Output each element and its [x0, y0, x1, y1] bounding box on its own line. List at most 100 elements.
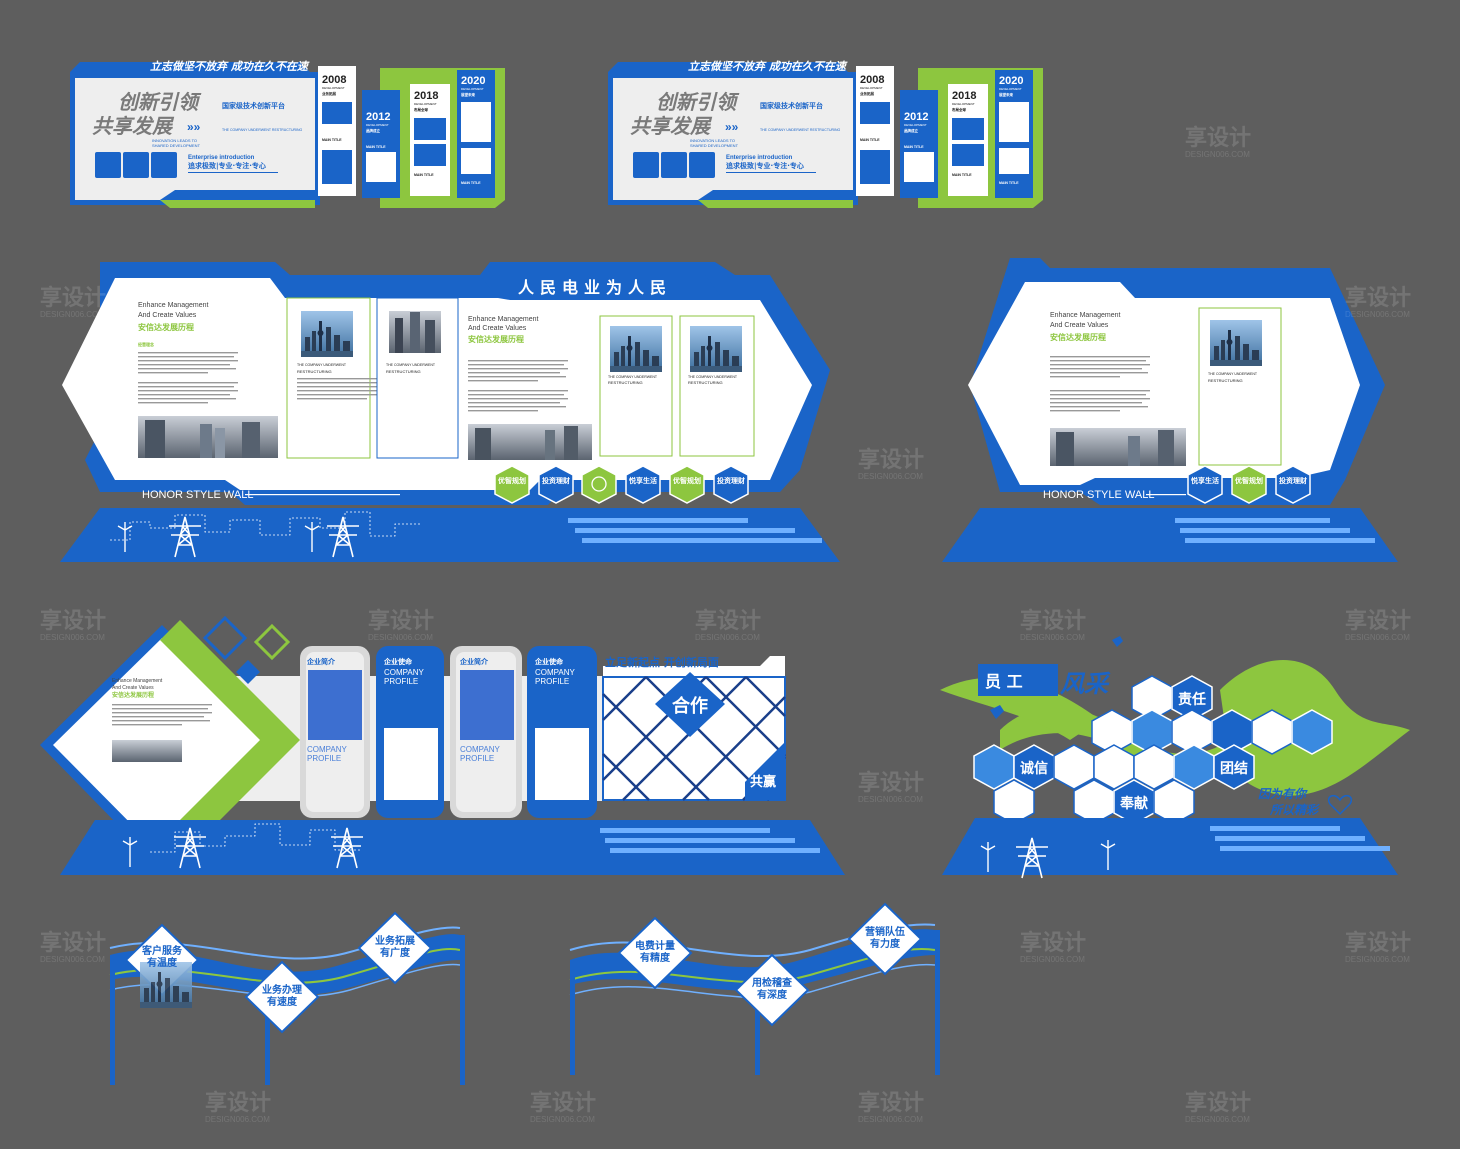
sign-line-2: 有深度	[757, 988, 788, 1001]
chevrons-icon: »»	[187, 120, 201, 134]
sign-line-1: 业务办理	[262, 983, 302, 996]
panel-d-history: 安信达发展历程	[112, 691, 154, 699]
profile-card-title: 企业使命	[383, 657, 413, 666]
diamond-sign: 营销队伍 有力度	[847, 902, 923, 976]
profile-card-title: 企业简介	[459, 657, 489, 666]
photo-placeholder	[689, 152, 715, 178]
title-block	[978, 664, 1058, 696]
watermark-en: DESIGN006.COM	[1020, 955, 1085, 964]
panel-a-subtitle-en-1: INNOVATION LEADS TO	[690, 138, 735, 143]
profile-card-en-2: PROFILE	[460, 754, 494, 763]
panel-a-title-1: 创新引领	[656, 90, 740, 114]
watermark-cn: 享设计	[1345, 930, 1411, 956]
sign-line-2: 有广度	[380, 946, 411, 959]
timeline-sub: DEVELOPMENT	[904, 123, 927, 127]
timeline-note: 业务拓展	[322, 91, 336, 96]
card-title-2: RESTRUCTURING	[608, 380, 643, 385]
panel-a-subtitle-en-2: SHARED DEVELOPMENT	[152, 143, 201, 148]
watermark-cn: 享设计	[40, 930, 106, 956]
panel-b-footer: HONOR STYLE WALL	[142, 489, 253, 501]
panel-c-honor-wall: Enhance Management And Create Values 安信达…	[942, 258, 1398, 562]
watermark-cn: 享设计	[205, 1090, 271, 1116]
timeline-sub: DEVELOPMENT	[999, 87, 1022, 91]
timeline-sub: DEVELOPMENT	[414, 102, 437, 106]
watermark-en: DESIGN006.COM	[1345, 310, 1410, 319]
ring-icon	[591, 476, 607, 492]
watermark-en: DESIGN006.COM	[695, 633, 760, 642]
panel-d-profile-wall: Enhance Management And Create Values 安信达…	[40, 615, 845, 875]
panel-a-platform-en: THE COMPANY UNDERWENT RESTRUCTURING	[760, 128, 841, 132]
timeline-note: 布局全球	[951, 107, 966, 112]
timeline-main: MAIN TITLE	[860, 138, 880, 142]
panel-a-title-2: 共享发展	[630, 114, 713, 138]
timeline-year: 2012	[366, 111, 390, 123]
bird-icon	[1112, 636, 1123, 647]
panel-d-win: 共赢	[750, 774, 776, 790]
panel-a-platform-en: THE COMPANY UNDERWENT RESTRUCTURING	[222, 128, 303, 132]
watermark-cn: 享设计	[1185, 125, 1251, 151]
card-title-1: THE COMPANY UNDERWENT	[1208, 372, 1258, 376]
watermark-en: DESIGN006.COM	[1185, 1115, 1250, 1124]
card-title-1: THE COMPANY UNDERWENT	[297, 363, 347, 367]
panel-e-staff-wall: 员 工 风采 责任 诚信 团结 奉献	[940, 636, 1410, 879]
profile-card-en-1: COMPANY	[460, 745, 501, 754]
panel-e-title: 员 工	[985, 672, 1023, 691]
watermark-cn: 享设计	[1185, 1090, 1251, 1116]
timeline-year: 2018	[952, 90, 976, 102]
photo-placeholder	[661, 152, 687, 178]
card-title-2: RESTRUCTURING	[386, 369, 421, 374]
watermark-cn: 享设计	[858, 1090, 924, 1116]
panel-g-wave-signs: 电费计量 有精度 用检稽查 有深度 营销队伍 有力度	[569, 902, 940, 1075]
diamond-sign: 业务办理 有速度	[244, 960, 320, 1034]
hex-label: 悦享生活	[1191, 476, 1219, 485]
panel-e-slogan-1: 因为有你	[1258, 787, 1308, 801]
panel-d-en-2: And Create Values	[112, 685, 154, 691]
card-title-2: RESTRUCTURING	[688, 380, 723, 385]
timeline-main: MAIN TITLE	[904, 145, 924, 149]
watermark-cn: 享设计	[530, 1090, 596, 1116]
honeycomb: 责任 诚信 团结 奉献	[973, 675, 1333, 825]
chevrons-icon: »»	[725, 120, 739, 134]
timeline-year: 2008	[860, 74, 884, 86]
hex-label: 投资理财	[542, 476, 570, 485]
diamond-sign: 客户服务 有温度	[124, 923, 200, 1008]
timeline-note: 展望未来	[998, 92, 1013, 97]
timeline-note: 布局全球	[413, 107, 428, 112]
watermark-cn: 享设计	[1020, 930, 1086, 956]
bird-icon	[990, 705, 1004, 719]
watermark-en: DESIGN006.COM	[530, 1115, 595, 1124]
panel-a-platform: 国家级技术创新平台	[222, 101, 285, 110]
diamond-sign: 用检稽查 有深度	[734, 953, 810, 1027]
panel-a-title-2: 共享发展	[92, 114, 175, 138]
panel-b-history: 安信达发展历程	[468, 334, 524, 344]
hex-label: 投资理财	[717, 476, 745, 485]
watermark-cn: 享设计	[858, 447, 924, 473]
profile-card-title: 企业使命	[534, 657, 564, 666]
watermark-en: DESIGN006.COM	[40, 310, 105, 319]
heart-icon	[1328, 794, 1352, 816]
hex-badge-row: 优智规划 投资理财 悦享生活 优智规划 投资理财	[494, 465, 749, 504]
sign-line-1: 用检稽查	[751, 976, 793, 989]
profile-card-en-1: COMPANY	[535, 668, 576, 677]
timeline-main: MAIN TITLE	[999, 181, 1019, 185]
watermark-en: DESIGN006.COM	[205, 1115, 270, 1124]
panel-a-timeline-wall: 立志做坚不放弃 成功在久不在速 创新引领 共享发展 »» INNOVATION …	[70, 60, 505, 208]
timeline-main: MAIN TITLE	[366, 145, 386, 149]
panel-a-slogan: 立志做坚不放弃 成功在久不在速	[150, 60, 310, 73]
watermark-en: DESIGN006.COM	[40, 633, 105, 642]
profile-card-en-2: PROFILE	[307, 754, 341, 763]
timeline-sub: DEVELOPMENT	[461, 87, 484, 91]
hex-label: 优智规划	[498, 476, 526, 485]
watermark-en: DESIGN006.COM	[858, 1115, 923, 1124]
sign-line-2: 有速度	[267, 995, 298, 1008]
timeline-year: 2008	[322, 74, 346, 86]
